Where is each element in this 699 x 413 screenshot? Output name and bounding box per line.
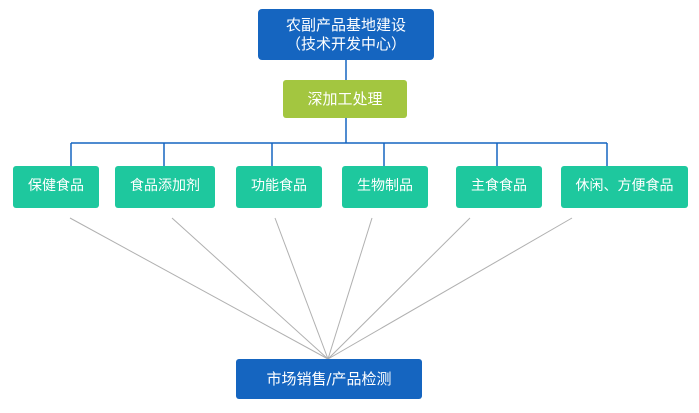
category-label: 功能食品 (251, 178, 307, 195)
fan-line-3 (274, 217, 329, 360)
market-sales-testing-label: 市场销售/产品检测 (266, 369, 392, 388)
category-food-additives: 食品添加剂 (115, 166, 215, 208)
market-sales-testing-box: 市场销售/产品检测 (236, 359, 422, 399)
deep-processing-label: 深加工处理 (307, 89, 383, 108)
category-functional-food: 功能食品 (236, 166, 322, 208)
fan-line-5 (327, 217, 471, 360)
category-label: 生物制品 (357, 178, 413, 195)
category-health-food: 保健食品 (13, 166, 99, 208)
category-biological-products: 生物制品 (342, 166, 428, 208)
fan-line-1 (69, 217, 329, 360)
category-staple-food: 主食食品 (456, 166, 542, 208)
base-construction-subtitle: （技术开发中心） (285, 34, 406, 53)
fan-line-2 (171, 217, 329, 360)
category-label: 休闲、方便食品 (575, 178, 674, 195)
category-label: 保健食品 (28, 178, 84, 195)
category-snack-convenience-food: 休闲、方便食品 (561, 166, 688, 208)
fan-line-6 (327, 217, 573, 360)
category-label: 食品添加剂 (130, 178, 200, 195)
deep-processing-box: 深加工处理 (283, 80, 407, 118)
category-label: 主食食品 (471, 178, 527, 195)
base-construction-box: 农副产品基地建设 （技术开发中心） (258, 9, 434, 60)
base-construction-title: 农副产品基地建设 (285, 15, 406, 34)
fan-line-4 (327, 217, 373, 360)
